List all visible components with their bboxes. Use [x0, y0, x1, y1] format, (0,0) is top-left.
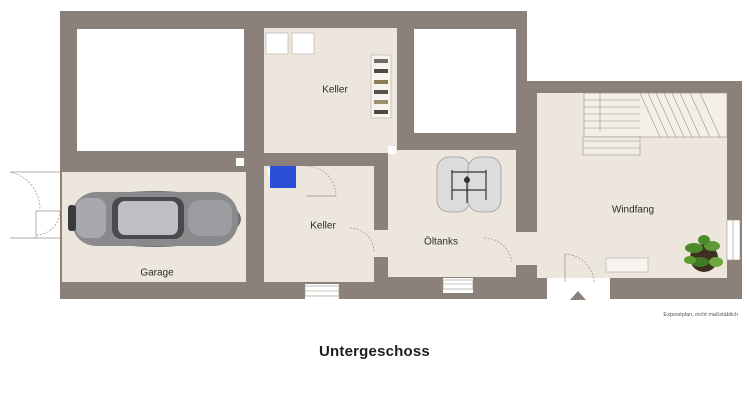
oil-tank-icon: [436, 156, 502, 213]
passage: [374, 230, 390, 257]
garage-doors: [9, 171, 61, 239]
room-label-windfang: Windfang: [611, 204, 655, 216]
car-icon: [68, 191, 241, 247]
boiler-icon: [270, 166, 296, 188]
voids: [77, 29, 516, 151]
stairs-icon: [582, 92, 728, 156]
passage: [512, 232, 542, 265]
illustration-note: Illustration/unmaßstäblich: [676, 285, 722, 290]
scale-disclaimer: Exposéplan, nicht maßstäblich: [663, 312, 738, 318]
plant-icon: [684, 235, 723, 272]
door-swings: [305, 165, 595, 283]
washing-machine-icon: [265, 32, 315, 55]
room-label-keller-top: Keller: [322, 84, 348, 96]
windows: [304, 219, 741, 297]
room-label-keller-mid: Keller: [310, 220, 336, 232]
room-label-garage: Garage: [140, 267, 174, 279]
floor-title: Untergeschoss: [319, 343, 430, 360]
entrance-arrow-icon: [570, 291, 586, 300]
room-label-oeltanks: Öltanks: [424, 236, 458, 248]
shelf-icon: [370, 54, 392, 119]
cabinet: [605, 257, 649, 273]
